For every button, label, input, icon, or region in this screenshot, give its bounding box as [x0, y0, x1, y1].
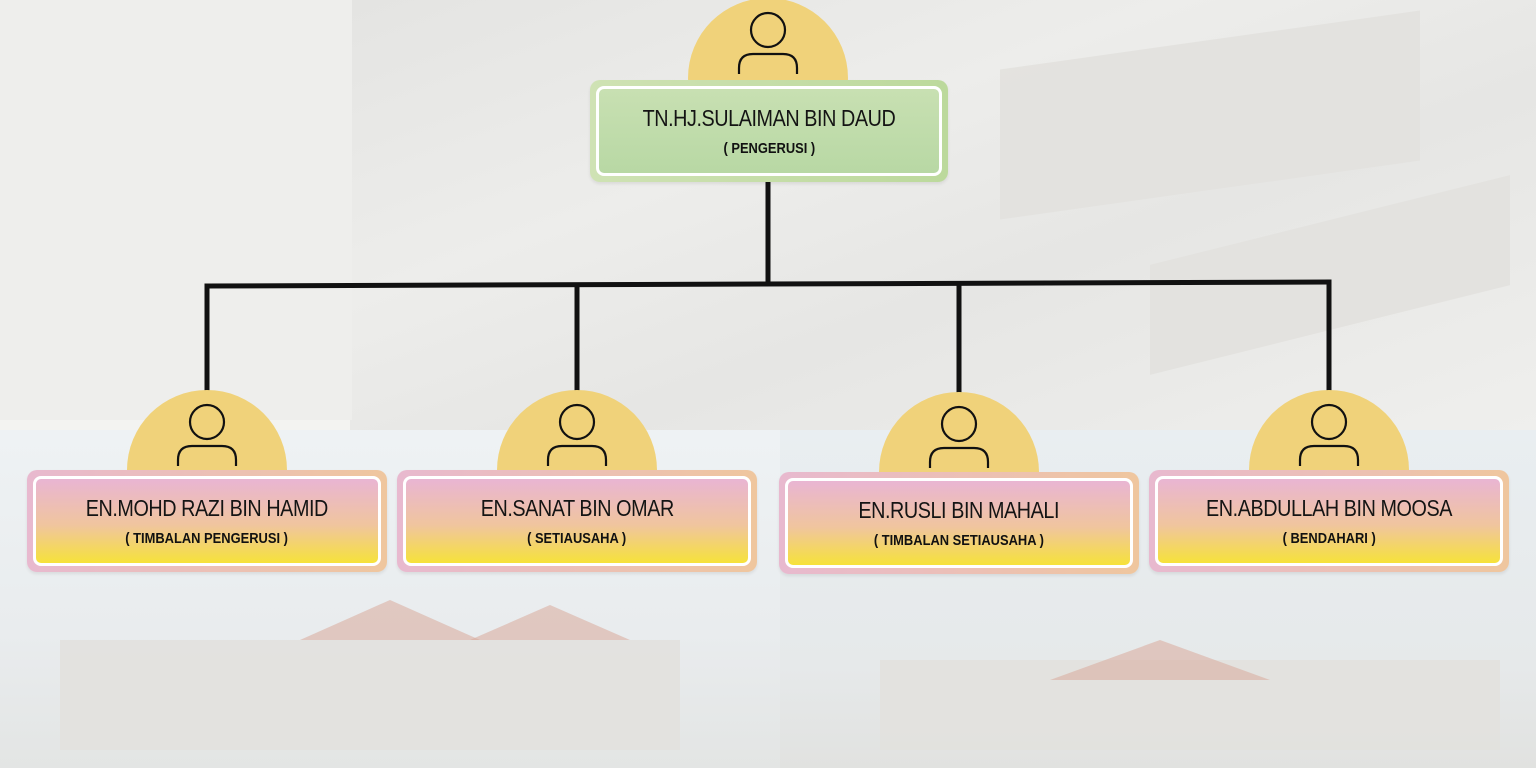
chair-card: TN.HJ.SULAIMAN BIN DAUD ( PENGERUSI ): [590, 80, 948, 182]
person-outline-icon: [176, 403, 238, 466]
chair-card-inner: TN.HJ.SULAIMAN BIN DAUD ( PENGERUSI ): [596, 86, 942, 176]
member-name: EN.MOHD RAZI BIN HAMID: [85, 495, 329, 521]
member-card: EN.ABDULLAH BIN MOOSA ( BENDAHARI ): [1149, 470, 1509, 572]
member-role: ( TIMBALAN SETIAUSAHA ): [873, 532, 1045, 549]
member-role: ( SETIAUSAHA ): [527, 530, 627, 547]
chair-role: ( PENGERUSI ): [723, 140, 815, 157]
member-card-inner: EN.ABDULLAH BIN MOOSA ( BENDAHARI ): [1155, 476, 1503, 566]
connector-bar: [204, 279, 1332, 289]
person-outline-icon: [546, 403, 608, 466]
member-card-inner: EN.RUSLI BIN MAHALI ( TIMBALAN SETIAUSAH…: [785, 478, 1133, 568]
member-card-inner: EN.SANAT BIN OMAR ( SETIAUSAHA ): [403, 476, 751, 566]
member-card: EN.MOHD RAZI BIN HAMID ( TIMBALAN PENGER…: [27, 470, 387, 572]
background-roof: [300, 600, 480, 640]
member-role: ( BENDAHARI ): [1282, 530, 1376, 547]
member-name: EN.ABDULLAH BIN MOOSA: [1206, 495, 1452, 521]
person-outline-icon: [1298, 403, 1360, 466]
background-building: [60, 640, 680, 750]
member-name: EN.SANAT BIN OMAR: [480, 495, 674, 521]
background-roof: [1050, 640, 1270, 680]
member-card: EN.RUSLI BIN MAHALI ( TIMBALAN SETIAUSAH…: [779, 472, 1139, 574]
member-card: EN.SANAT BIN OMAR ( SETIAUSAHA ): [397, 470, 757, 572]
background-roof: [470, 605, 630, 640]
member-role: ( TIMBALAN PENGERUSI ): [125, 530, 289, 547]
member-card-inner: EN.MOHD RAZI BIN HAMID ( TIMBALAN PENGER…: [33, 476, 381, 566]
chair-name: TN.HJ.SULAIMAN BIN DAUD: [642, 105, 896, 131]
member-name: EN.RUSLI BIN MAHALI: [858, 497, 1060, 523]
person-outline-icon: [737, 11, 799, 74]
background-wall: [0, 0, 352, 420]
person-outline-icon: [928, 405, 990, 468]
